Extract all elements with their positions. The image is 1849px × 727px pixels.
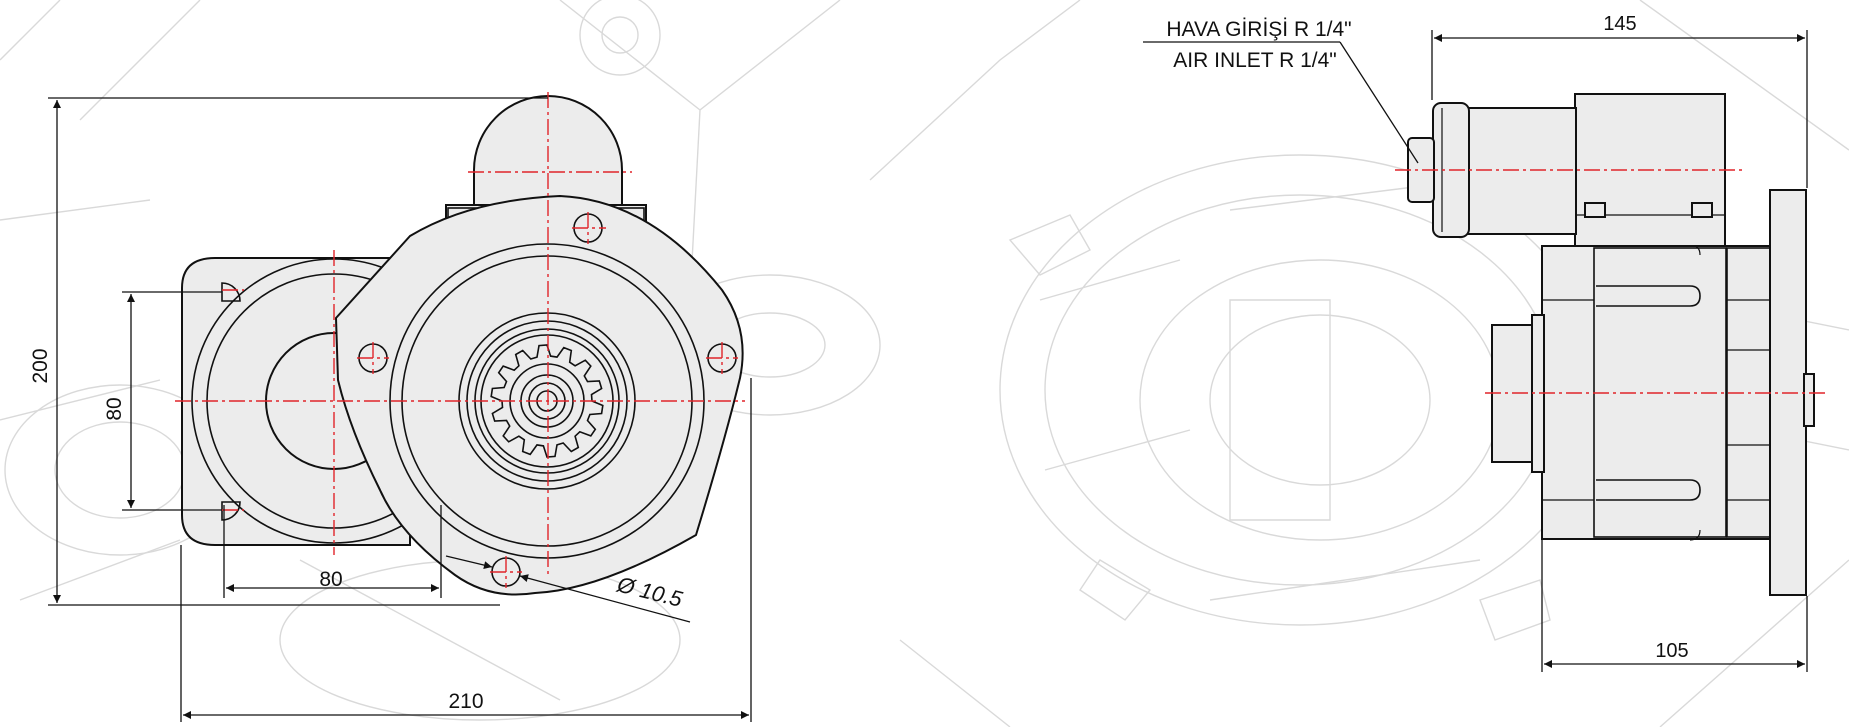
dim-label-200: 200 (29, 348, 52, 383)
dim-label-80-vertical: 80 (103, 397, 126, 420)
solenoid-can (1464, 107, 1577, 235)
side-dimensions: 145 105 HAVA GİRİŞİ R 1/4" AIR INLET R 1… (1143, 13, 1808, 672)
front-view (175, 92, 745, 596)
air-inlet-label-tr: HAVA GİRİŞİ R 1/4" (1166, 18, 1351, 41)
dim-label-80-horizontal: 80 (319, 568, 342, 591)
air-inlet-leader (1339, 41, 1419, 164)
air-inlet-label-en: AIR INLET R 1/4" (1173, 49, 1336, 72)
dim-label-145: 145 (1603, 13, 1636, 35)
hole-diameter-label: Ø 10.5 (614, 571, 686, 612)
dim-label-105: 105 (1655, 640, 1688, 662)
hole-leader-line (519, 574, 691, 623)
side-view (1395, 93, 1825, 596)
dim-label-210: 210 (448, 690, 483, 713)
